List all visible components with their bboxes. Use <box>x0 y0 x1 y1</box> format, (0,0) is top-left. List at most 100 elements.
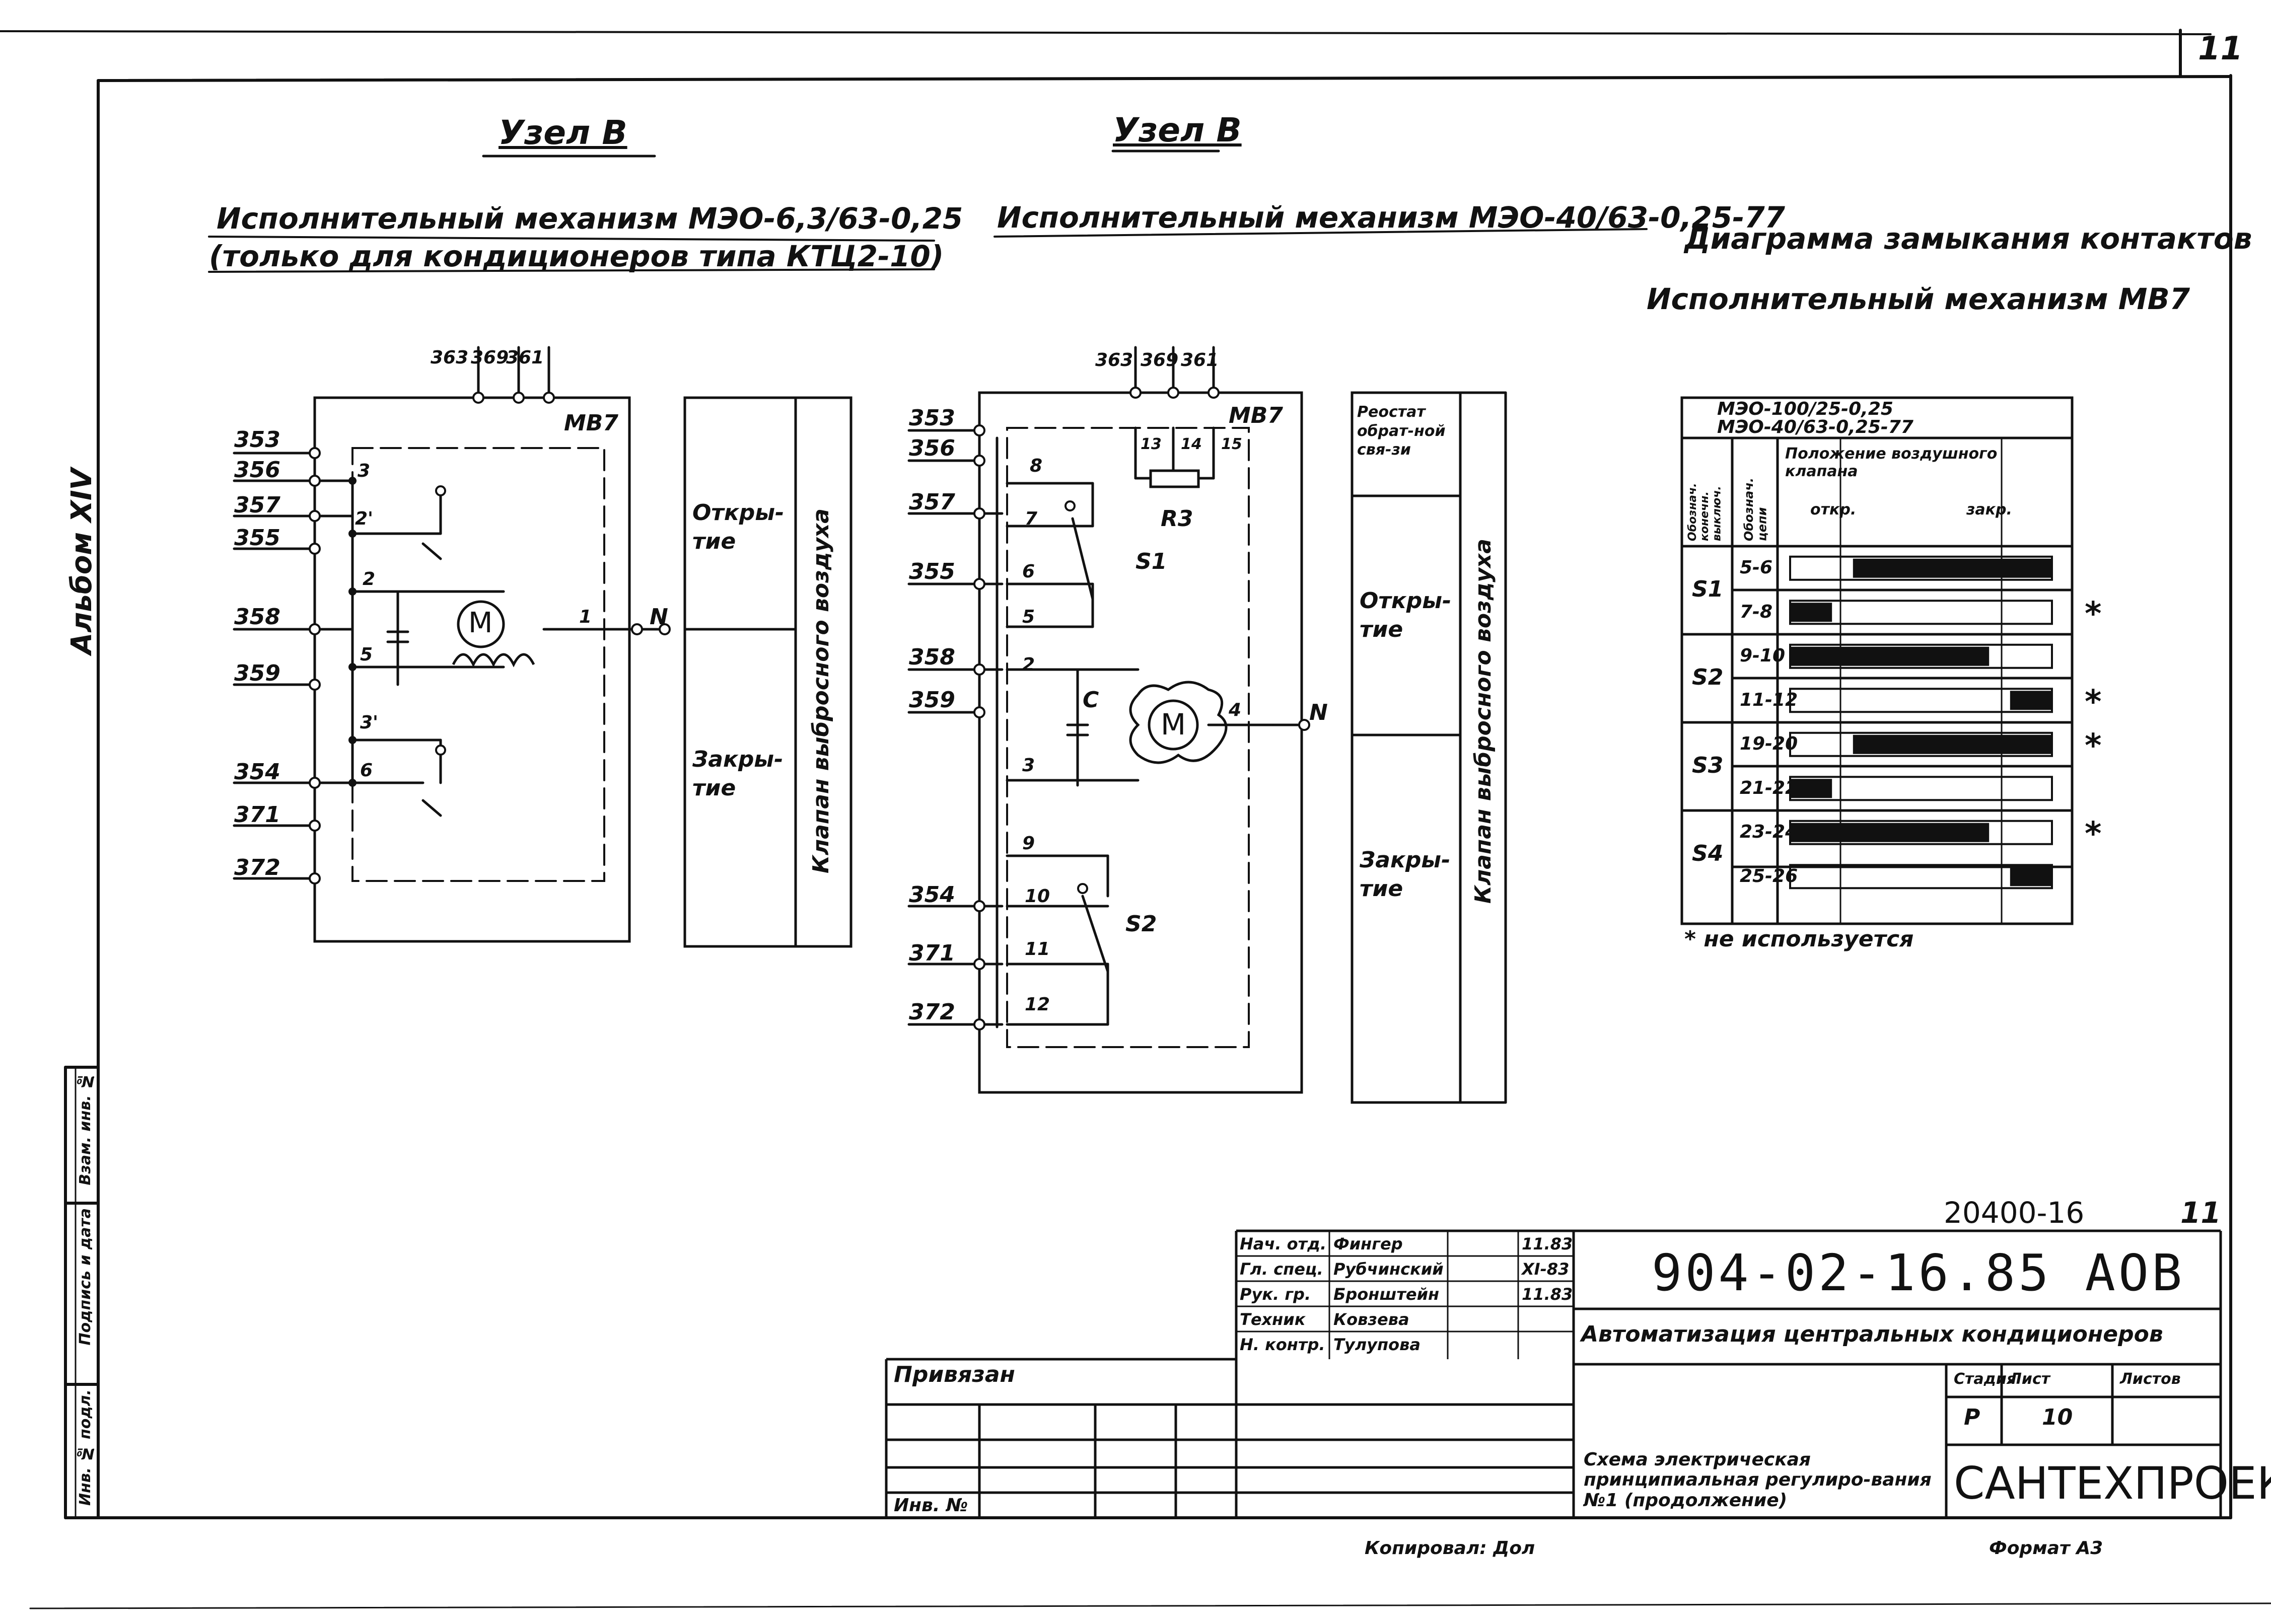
middle-valve-label: Клапан выбросного воздуха <box>1470 539 1496 904</box>
left-terminal-355: 355 <box>234 525 280 551</box>
staff-role: Техник <box>1240 1310 1306 1329</box>
left-neutral: N <box>650 604 668 630</box>
switch-label: S1 <box>1692 576 1724 602</box>
contact-closed-segment <box>1790 646 1990 666</box>
staff-name: Тулупова <box>1333 1335 1421 1354</box>
left-contact-5: 5 <box>360 644 373 665</box>
middle-terminal-363: 363 <box>1095 350 1133 371</box>
staff-name: Фингер <box>1333 1234 1403 1253</box>
inv-number-label: Инв. № <box>894 1495 968 1516</box>
staff-role: Нач. отд. <box>1240 1234 1327 1253</box>
unused-asterisk: * <box>2085 595 2102 633</box>
circuit-label: 7-8 <box>1740 601 1773 622</box>
left-title-line1: Исполнительный механизм МЭО-6,3/63-0,25 <box>217 201 963 236</box>
left-contact-3prime: 3' <box>360 712 379 733</box>
left-terminal-353: 353 <box>234 427 280 453</box>
contact-closed-segment <box>1790 603 1832 622</box>
staff-date: 11.83 <box>1522 1234 1573 1253</box>
staff-role: Рук. гр. <box>1240 1285 1311 1304</box>
left-contact-2prime: 2' <box>355 508 374 529</box>
middle-contact-9: 9 <box>1022 833 1035 854</box>
left-contact-3: 3 <box>358 461 371 481</box>
format-label: Формат А3 <box>1989 1538 2103 1559</box>
middle-terminal-353: 353 <box>909 405 955 431</box>
staff-role: Н. контр. <box>1240 1335 1325 1354</box>
left-terminal-369: 369 <box>471 347 509 368</box>
left-contact-6: 6 <box>360 760 373 781</box>
left-terminal-363: 363 <box>431 347 469 368</box>
contact-closed-segment <box>1853 734 2052 754</box>
contact-closed-segment <box>2010 867 2052 887</box>
col1-header: Обознач. конечн. выключ. <box>1686 483 1724 541</box>
middle-terminal-369: 369 <box>1141 350 1179 371</box>
sign-date-label: Подпись и дата <box>77 1208 94 1346</box>
middle-terminal-371: 371 <box>909 940 955 966</box>
staff-name: Рубчинский <box>1333 1260 1444 1279</box>
middle-open-label: Откры-тие <box>1360 588 1452 643</box>
middle-motor-letter: M <box>1161 707 1186 742</box>
middle-mb7-label: МВ7 <box>1229 403 1283 428</box>
staff-name: Ковзева <box>1333 1310 1409 1329</box>
open-col-label: откр. <box>1810 501 1857 519</box>
contact-bars <box>1789 555 2053 890</box>
title-block-grid <box>885 1229 2222 1518</box>
left-terminal-354: 354 <box>234 759 280 785</box>
contact-closed-segment <box>1790 823 1990 842</box>
motor-middle <box>1129 681 1228 764</box>
left-contact-2: 2 <box>363 569 376 589</box>
left-open-label: Откры-тие <box>692 500 785 555</box>
closed-col-label: закр. <box>1966 501 2012 519</box>
circuit-label: 23-24 <box>1740 822 1798 842</box>
circuit-label: 21-22 <box>1740 777 1798 798</box>
middle-contact-2: 2 <box>1022 654 1035 675</box>
organization: САНТЕХПРОЕКТ <box>1954 1457 2271 1509</box>
middle-title: Исполнительный механизм МЭО-40/63-0,25-7… <box>997 200 1786 235</box>
document-code: 904-02-16.85 АОВ <box>1652 1243 2185 1302</box>
col2-header: Обознач. цепи <box>1742 478 1769 541</box>
middle-contact-7: 7 <box>1025 508 1038 529</box>
left-terminal-357: 357 <box>234 492 280 518</box>
middle-contact-4: 4 <box>1229 700 1242 720</box>
middle-close-label: Закры-тие <box>1360 847 1451 902</box>
middle-contact-5: 5 <box>1022 607 1035 627</box>
middle-contact-12: 12 <box>1025 994 1050 1015</box>
staff-role: Гл. спец. <box>1240 1260 1323 1279</box>
left-header: Узел В <box>499 113 627 152</box>
footnote-unused: * не используется <box>1684 926 1914 952</box>
contact-closed-segment <box>2010 691 2052 710</box>
staff-name: Бронштейн <box>1333 1285 1440 1304</box>
middle-rheostat-label: Реостат обрат-ной свя-зи <box>1357 403 1446 459</box>
middle-terminal-354: 354 <box>909 882 955 908</box>
left-close-label: Закры-тие <box>692 747 784 801</box>
motor-left <box>452 600 535 668</box>
unused-asterisk: * <box>2085 816 2102 853</box>
project-number: 20400-16 <box>1944 1196 2085 1230</box>
table-header-line2: МЭО-40/63-0,25-77 <box>1717 417 1913 437</box>
diagram-subtitle: Исполнительный механизм МВ7 <box>1647 282 2190 316</box>
middle-terminal-358: 358 <box>909 644 955 670</box>
circuit-label: 5-6 <box>1740 557 1773 578</box>
unused-asterisk: * <box>2085 683 2102 721</box>
sheet-value: 10 <box>2042 1405 2073 1430</box>
corner-sheet-number: 11 <box>2198 30 2243 67</box>
contact-closed-segment <box>1790 779 1832 798</box>
project-title: Автоматизация центральных кондиционеров <box>1581 1321 2163 1347</box>
middle-contact-10: 10 <box>1025 886 1050 907</box>
switch-label: S4 <box>1692 841 1724 866</box>
attached-label: Привязан <box>894 1362 1015 1387</box>
middle-contact-11: 11 <box>1025 939 1050 959</box>
switch-label: S3 <box>1692 753 1724 778</box>
left-terminal-358: 358 <box>234 604 280 630</box>
middle-terminal-357: 357 <box>909 489 955 515</box>
staff-date: XI-83 <box>1522 1260 1570 1279</box>
staff-date: 11.83 <box>1522 1285 1573 1304</box>
middle-rheo-15: 15 <box>1221 435 1242 453</box>
middle-rheo-13: 13 <box>1141 435 1162 453</box>
left-terminal-359: 359 <box>234 660 280 686</box>
replace-inv-label: Взам. инв. № <box>77 1072 94 1186</box>
inv-orig-label: Инв. № подл. <box>77 1389 94 1506</box>
middle-terminal-361: 361 <box>1181 350 1219 371</box>
left-mb7-label: МВ7 <box>564 410 618 436</box>
table-header-line1: МЭО-100/25-0,25 <box>1717 399 1893 419</box>
